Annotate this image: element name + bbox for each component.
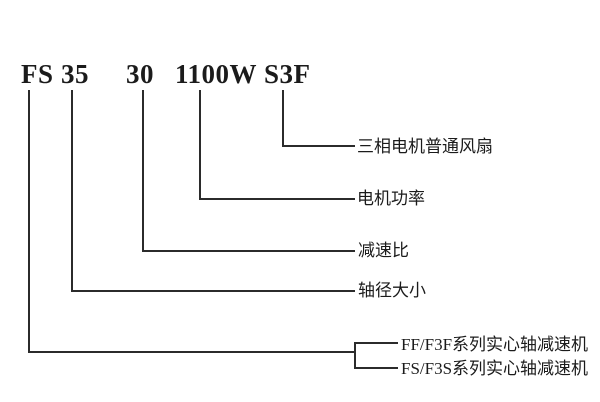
connector-horizontal-ratio <box>142 250 355 252</box>
label-series-fs-f3s: FS/F3S系列实心轴减速机 <box>401 359 589 378</box>
connector-vertical-shaft <box>71 90 73 292</box>
connector-horizontal-power <box>199 198 355 200</box>
connector-vertical-fan <box>282 90 284 147</box>
connector-horizontal-shaft <box>71 290 355 292</box>
connector-branch-stub-upper <box>354 342 398 344</box>
connector-branch-vertical <box>354 342 356 369</box>
connector-branch-stub-lower <box>354 367 398 369</box>
label-fan-type: 三相电机普通风扇 <box>357 137 493 156</box>
connector-vertical-power <box>199 90 201 200</box>
connector-vertical-series <box>28 90 30 353</box>
code-segment-fan: S3F <box>264 59 311 89</box>
code-segment-series: FS <box>21 59 54 89</box>
code-segment-ratio: 30 <box>126 59 154 89</box>
code-segment-power: 1100W <box>175 59 258 89</box>
connector-horizontal-series <box>28 351 356 353</box>
label-shaft-size: 轴径大小 <box>358 281 426 300</box>
connector-horizontal-fan <box>282 145 355 147</box>
label-motor-power: 电机功率 <box>357 189 425 208</box>
code-segment-shaft-size: 35 <box>61 59 89 89</box>
connector-vertical-ratio <box>142 90 144 252</box>
label-reduction-ratio: 减速比 <box>358 241 409 260</box>
label-series-ff-f3f: FF/F3F系列实心轴减速机 <box>401 335 589 354</box>
